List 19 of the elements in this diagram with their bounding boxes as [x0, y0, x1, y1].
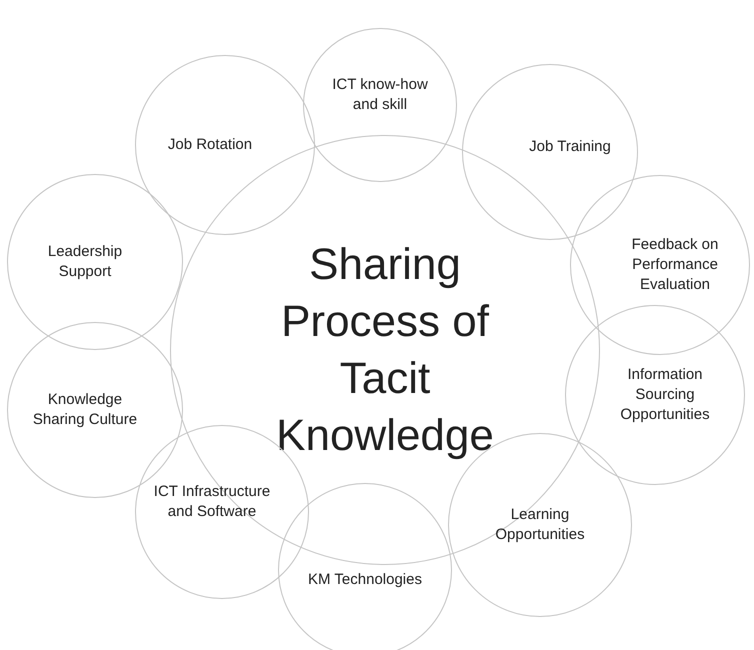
center-title: Sharing Process of Tacit Knowledge	[275, 238, 495, 462]
circle-node	[303, 28, 457, 182]
circle-node	[565, 305, 745, 485]
circle-node	[7, 174, 183, 350]
node-label: Knowledge Sharing Culture	[32, 390, 138, 430]
circle-node	[570, 175, 750, 355]
node-label: ICT Infrastructure and Software	[152, 482, 272, 522]
node-label: Job Training	[529, 136, 611, 157]
node-label: Job Rotation	[168, 134, 252, 155]
node-label: Information Sourcing Opportunities	[619, 364, 711, 426]
circle-node	[462, 64, 638, 240]
circle-node	[135, 55, 315, 235]
node-label: Feedback on Performance Evaluation	[630, 234, 720, 296]
circle-node	[278, 483, 452, 650]
circle-node	[7, 322, 183, 498]
node-label: Leadership Support	[46, 242, 124, 282]
node-label: Learning Opportunities	[494, 504, 586, 545]
node-label: ICT know-how and skill	[331, 74, 429, 115]
node-label: KM Technologies	[308, 570, 422, 590]
